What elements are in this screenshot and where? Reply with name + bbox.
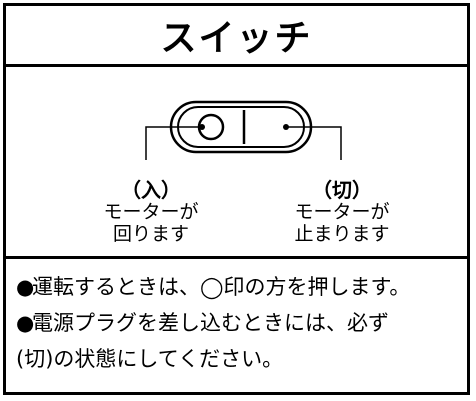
switch-diagram: （入） モーターが 回ります （切） モーターが 止まります (6, 70, 467, 250)
off-leader-line (286, 126, 342, 160)
off-line2: 止まります (294, 223, 390, 245)
on-line1: モーターが (103, 201, 199, 223)
on-mark: （入） (121, 178, 181, 202)
page-title: スイッチ (160, 18, 313, 59)
note-item: (切)の状態にしてください。 (16, 341, 466, 377)
on-leader-line (145, 126, 202, 160)
off-line1: モーターが (294, 201, 390, 223)
note-item: ●運転するときは、◯印の方を押します。 (16, 269, 466, 305)
off-label: （切） モーターが 止まります (272, 179, 412, 245)
bullet-icon: ● (16, 311, 35, 335)
rocker-switch-illustration (145, 100, 342, 160)
off-mark: （切） (312, 178, 372, 202)
note-item: ●電源プラグを差し込むときには、必ず (16, 305, 466, 341)
on-label: （入） モーターが 回ります (81, 179, 221, 245)
note-text: 運転するときは、◯印の方を押します。 (32, 275, 411, 299)
section-divider (6, 256, 467, 259)
notes-list: ●運転するときは、◯印の方を押します。 ●電源プラグを差し込むときには、必ず (… (16, 269, 466, 377)
note-text: (切)の状態にしてください。 (16, 347, 284, 371)
bullet-icon: ● (16, 275, 35, 299)
title-bar: スイッチ (6, 6, 467, 67)
on-line2: 回ります (112, 223, 189, 245)
note-text: 電源プラグを差し込むときには、必ず (32, 311, 389, 335)
switch-instruction-panel: スイッチ （入） モーターが 回ります （切） モーターが 止ま (3, 3, 470, 395)
